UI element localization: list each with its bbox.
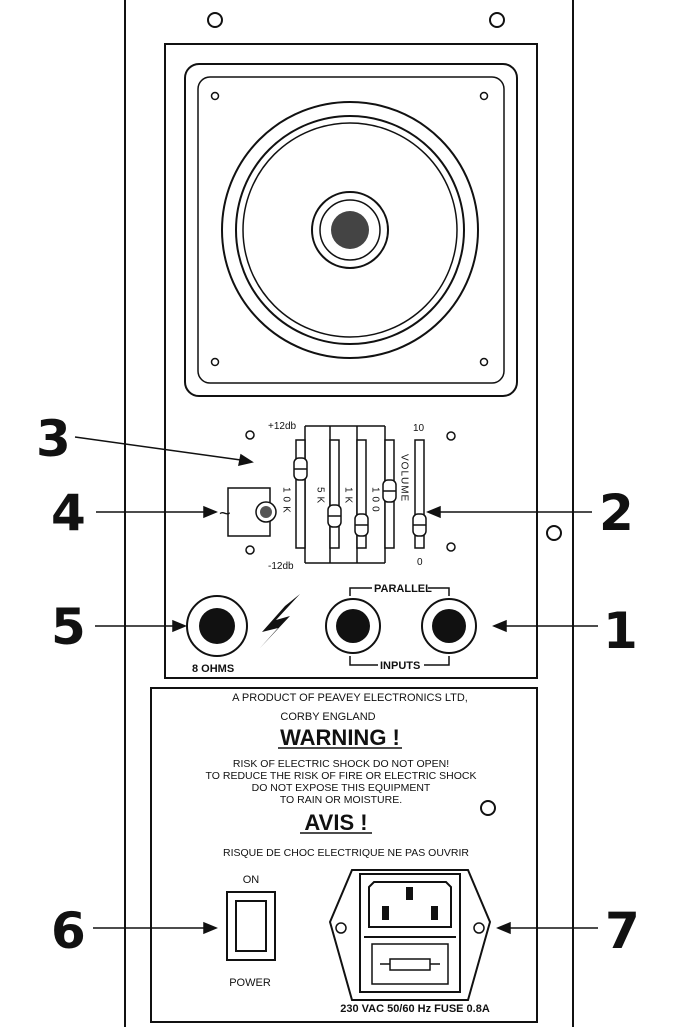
inputs-bracket-left xyxy=(349,656,378,666)
input-jack-1[interactable] xyxy=(325,598,381,654)
eq-slider-100[interactable] xyxy=(382,439,397,549)
avis-line: RISQUE DE CHOC ELECTRIQUE NE PAS OUVRIR xyxy=(223,847,469,859)
callout-5: 5 xyxy=(51,598,86,656)
callout-3: 3 xyxy=(36,410,71,468)
eq-bottom-label: -12db xyxy=(268,561,294,572)
lightning-bolt-icon xyxy=(260,594,300,648)
eq-band-label-100: 100 xyxy=(370,487,381,516)
eq-band-label-10k: 10K xyxy=(281,487,292,517)
mount-hole xyxy=(546,525,562,541)
eq-band-label-5k: 5K xyxy=(315,487,326,507)
volume-max-label: 10 xyxy=(413,423,425,434)
warning-line-4: TO RAIN OR MOISTURE. xyxy=(280,794,402,806)
parallel-bracket-left xyxy=(349,587,372,596)
info-panel xyxy=(150,687,538,1023)
power-switch[interactable] xyxy=(226,891,276,961)
location-line: CORBY ENGLAND xyxy=(280,711,375,723)
chassis-outline xyxy=(124,0,574,1027)
panel-screw xyxy=(446,542,456,552)
mount-hole xyxy=(489,12,505,28)
speaker-output-jack[interactable] xyxy=(186,595,248,657)
speaker xyxy=(184,63,518,397)
callout-4: 4 xyxy=(51,484,86,542)
speaker-impedance-label: 8 OHMS xyxy=(192,663,234,675)
input-jack-2[interactable] xyxy=(421,598,477,654)
eq-top-label: +12db xyxy=(268,421,297,432)
fuse-rating-label: 230 VAC 50/60 Hz FUSE 0.8A xyxy=(340,1003,490,1015)
warning-heading: WARNING ! xyxy=(280,725,400,750)
inputs-bracket-right xyxy=(424,656,450,666)
callout-2: 2 xyxy=(599,484,634,542)
control-panel xyxy=(164,43,538,679)
power-on-label: ON xyxy=(243,874,260,886)
panel-screw xyxy=(446,431,456,441)
warning-line-2: TO REDUCE THE RISK OF FIRE OR ELECTRIC S… xyxy=(206,770,477,782)
mount-hole xyxy=(207,12,223,28)
callout-7: 7 xyxy=(605,902,640,960)
warning-line-3: DO NOT EXPOSE THIS EQUIPMENT xyxy=(252,782,431,794)
volume-slider[interactable] xyxy=(412,439,427,549)
parallel-bracket-right xyxy=(428,587,450,596)
avis-heading: AVIS ! xyxy=(304,810,367,835)
volume-label: VOLUME xyxy=(399,454,410,502)
wave-symbol: ~ xyxy=(219,503,231,525)
inputs-label: INPUTS xyxy=(380,660,420,672)
parallel-label: PARALLEL xyxy=(374,583,432,595)
eq-slider-10k[interactable] xyxy=(293,439,308,549)
callout-arrows xyxy=(74,436,598,935)
warning-line-1: RISK OF ELECTRIC SHOCK DO NOT OPEN! xyxy=(233,758,449,770)
eq-slider-5k[interactable] xyxy=(327,439,342,549)
callout-6: 6 xyxy=(51,902,86,960)
callout-1: 1 xyxy=(603,602,638,660)
power-inlet[interactable] xyxy=(328,869,492,1001)
eq-band-label-1k: 1K xyxy=(343,487,354,507)
power-led-lens xyxy=(260,506,272,518)
panel-screw xyxy=(245,430,255,440)
manufacturer-line: A PRODUCT OF PEAVEY ELECTRONICS LTD, xyxy=(232,692,468,704)
mount-hole xyxy=(480,800,496,816)
eq-slider-1k[interactable] xyxy=(354,439,369,549)
volume-min-label: 0 xyxy=(417,557,423,568)
power-label: POWER xyxy=(229,977,271,989)
panel-screw xyxy=(245,545,255,555)
